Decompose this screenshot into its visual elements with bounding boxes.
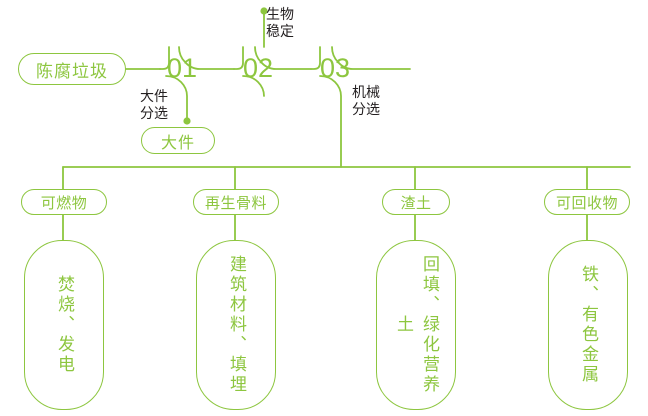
process-label-03-line1: 机械分选	[352, 84, 380, 117]
node-category-combustible[interactable]: 可燃物	[21, 189, 107, 215]
process-label-02: 生物稳定	[266, 6, 308, 40]
node-category-recyclables[interactable]: 可回收物	[544, 189, 630, 215]
process-label-01: 大件分选	[133, 88, 175, 122]
arc-02-upper-left	[233, 46, 244, 70]
node-use-recyclables[interactable]: 铁、有色金属	[548, 240, 628, 410]
node-root-input[interactable]: 陈腐垃圾	[18, 53, 126, 85]
node-use-combustible-text: 焚烧、发电	[55, 275, 74, 375]
stage-number-01[interactable]: 01	[167, 53, 198, 83]
node-use-recycled-aggregate[interactable]: 建筑材料、填埋	[196, 240, 276, 410]
node-use-combustible[interactable]: 焚烧、发电	[24, 240, 104, 410]
process-label-02-line1: 生物稳定	[266, 6, 294, 39]
stage-number-03[interactable]: 03	[320, 53, 351, 83]
node-use-recyclables-text: 铁、有色金属	[579, 265, 598, 385]
dot-01-output	[183, 117, 191, 125]
node-category-residue-soil[interactable]: 渣土	[382, 189, 450, 215]
node-category-recycled-aggregate[interactable]: 再生骨料	[193, 189, 279, 215]
process-label-01-line1: 大件分选	[140, 88, 168, 121]
process-label-03: 机械分选	[352, 84, 394, 118]
arc-03-upper-left	[310, 46, 321, 70]
node-use-recycled-aggregate-text: 建筑材料、填埋	[227, 255, 246, 395]
node-use-residue-soil-text: 回填、绿化营养土	[394, 255, 439, 395]
node-output-bulky[interactable]: 大件	[141, 127, 215, 154]
node-use-residue-soil[interactable]: 回填、绿化营养土	[376, 240, 456, 410]
stage-number-02[interactable]: 02	[243, 53, 274, 83]
wire-03-to-bus	[319, 75, 342, 168]
